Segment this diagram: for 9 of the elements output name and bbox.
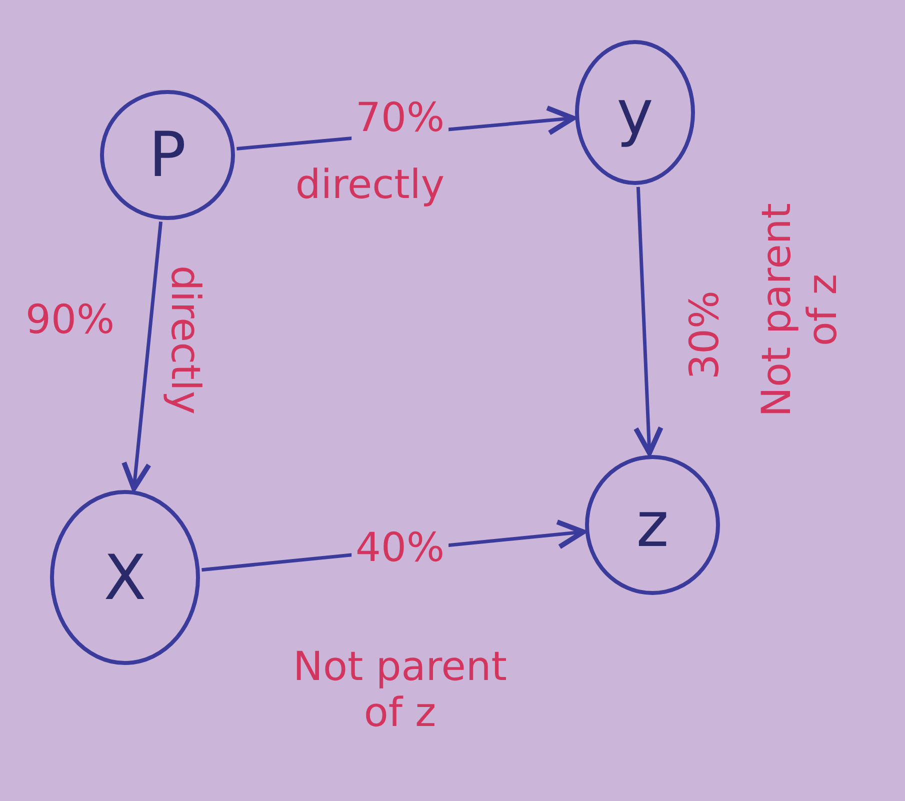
node-label: z [636,494,669,556]
node-circle [575,40,695,185]
node-circle [50,490,200,665]
node-circle [585,455,720,595]
node-circle [100,90,235,220]
node-label: X [104,546,146,608]
arrow [633,186,664,456]
node-label: P [148,124,186,186]
arrow [122,222,163,492]
